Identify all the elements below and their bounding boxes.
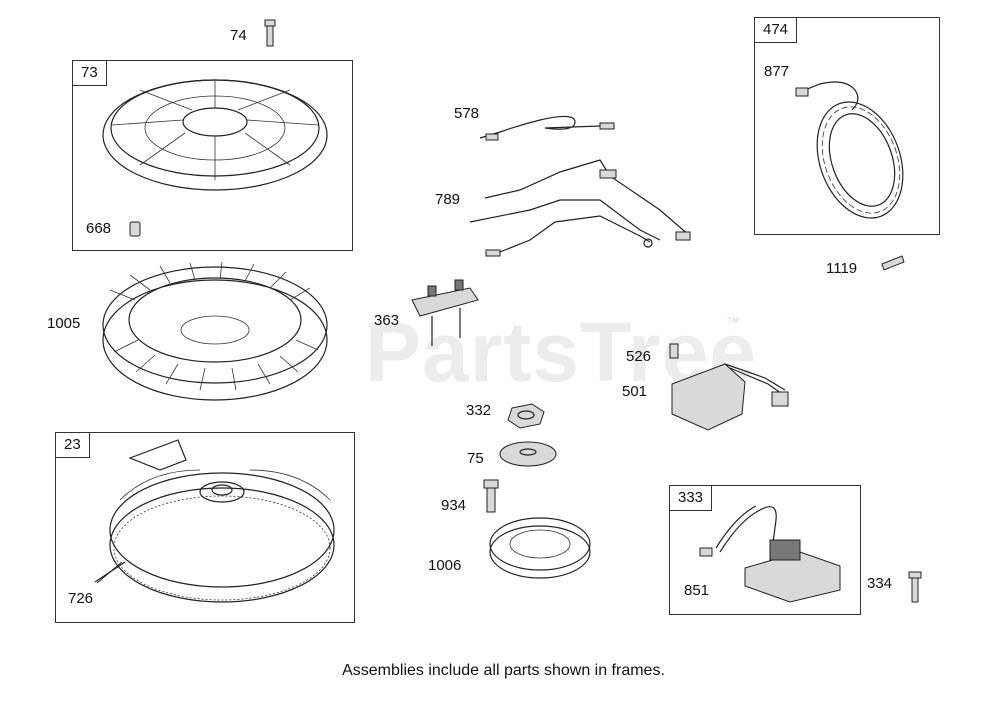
callout-1119: 1119: [826, 260, 858, 277]
callout-363: 363: [374, 312, 400, 329]
nut-drawing: [507, 403, 545, 429]
frame-333: 333: [669, 485, 861, 615]
wire-578-drawing: [479, 115, 615, 141]
frame-label: 73: [73, 61, 107, 86]
callout-726: 726: [68, 590, 94, 607]
callout-934: 934: [441, 497, 467, 514]
callout-851: 851: [684, 582, 710, 599]
frame-label: 333: [670, 486, 713, 511]
screw-526-drawing: [669, 343, 679, 359]
rotating-screen-drawing: [102, 79, 328, 191]
bolt-934-drawing: [483, 479, 499, 513]
callout-75: 75: [467, 450, 484, 467]
bolt-334-drawing: [908, 571, 922, 603]
ignition-coil-drawing: [699, 505, 841, 603]
bracket-363-drawing: [411, 279, 479, 346]
flywheel-drawing: [94, 439, 335, 603]
rectifier-drawing: [671, 363, 789, 431]
frame-73: 73: [72, 60, 353, 251]
frame-label: 474: [755, 18, 798, 43]
frame-23: 23: [55, 432, 355, 623]
bolt-74-drawing: [264, 19, 276, 47]
screw-1119-drawing: [881, 255, 905, 271]
callout-334: 334: [867, 575, 893, 592]
callout-578: 578: [454, 105, 480, 122]
watermark-trademark: ™: [726, 314, 740, 330]
callout-526: 526: [626, 348, 652, 365]
ring-1006-drawing: [489, 517, 591, 579]
washer-drawing: [499, 441, 557, 467]
callout-1005: 1005: [47, 315, 81, 332]
callout-668: 668: [86, 220, 112, 237]
leader-lines: [96, 561, 123, 584]
frame-label: 23: [56, 433, 90, 458]
callout-332: 332: [466, 402, 492, 419]
callout-1006: 1006: [428, 557, 462, 574]
wiring-harness-drawing: [469, 159, 691, 257]
callout-74: 74: [230, 27, 247, 44]
fan-drawing: [102, 261, 328, 401]
footer-note: Assemblies include all parts shown in fr…: [342, 662, 665, 679]
screw-668-drawing: [129, 221, 141, 237]
callout-877: 877: [764, 63, 790, 80]
callout-789: 789: [435, 191, 461, 208]
callout-501: 501: [622, 383, 648, 400]
stator-drawing: [795, 81, 904, 219]
frame-474: 474: [754, 17, 940, 235]
